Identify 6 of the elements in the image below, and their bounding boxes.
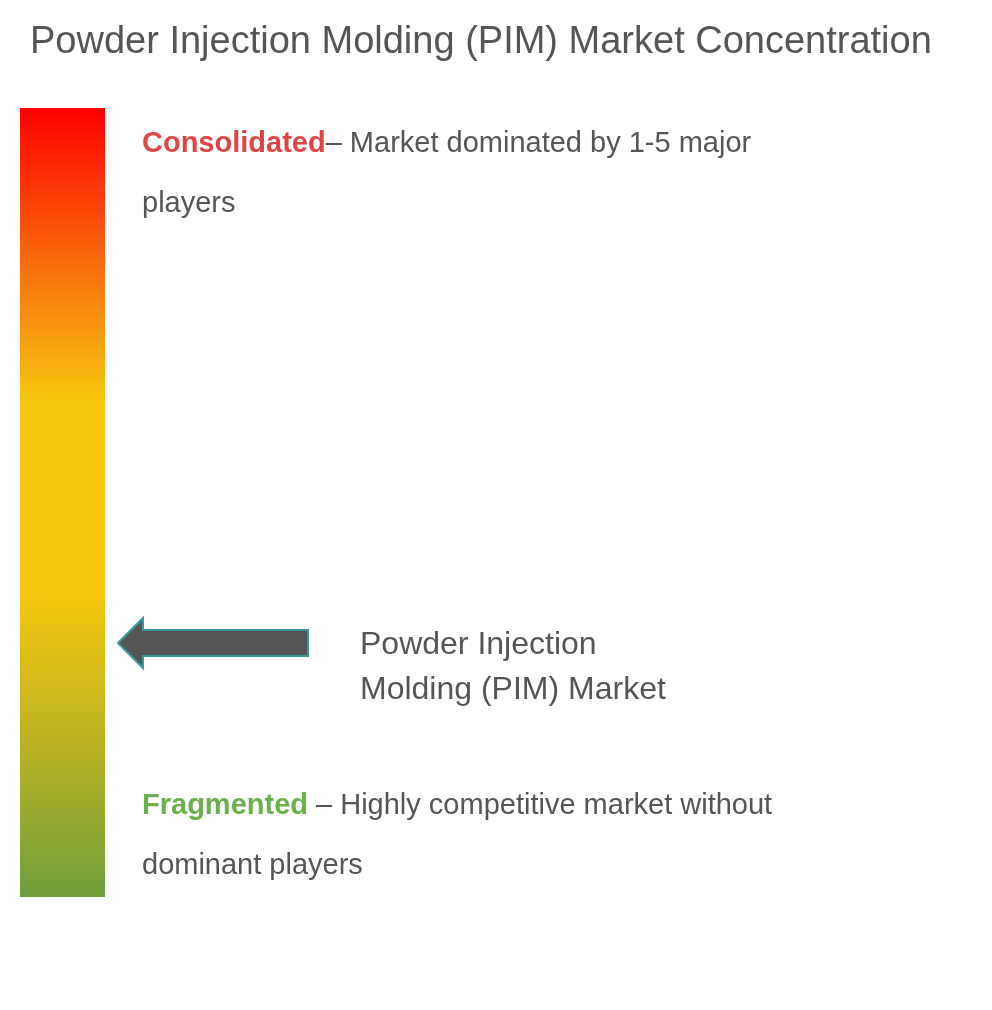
chart-title: Powder Injection Molding (PIM) Market Concentration <box>30 18 932 63</box>
market-label: Powder Injection Molding (PIM) Market <box>360 624 667 708</box>
scale-description: Consolidated– Market dominated by 1-5 major players <box>142 125 753 220</box>
gradient-scale-bar <box>20 108 105 897</box>
block-arrow <box>116 615 309 671</box>
scale-description: Fragmented – Highly competitive market without dominant players <box>142 787 774 882</box>
